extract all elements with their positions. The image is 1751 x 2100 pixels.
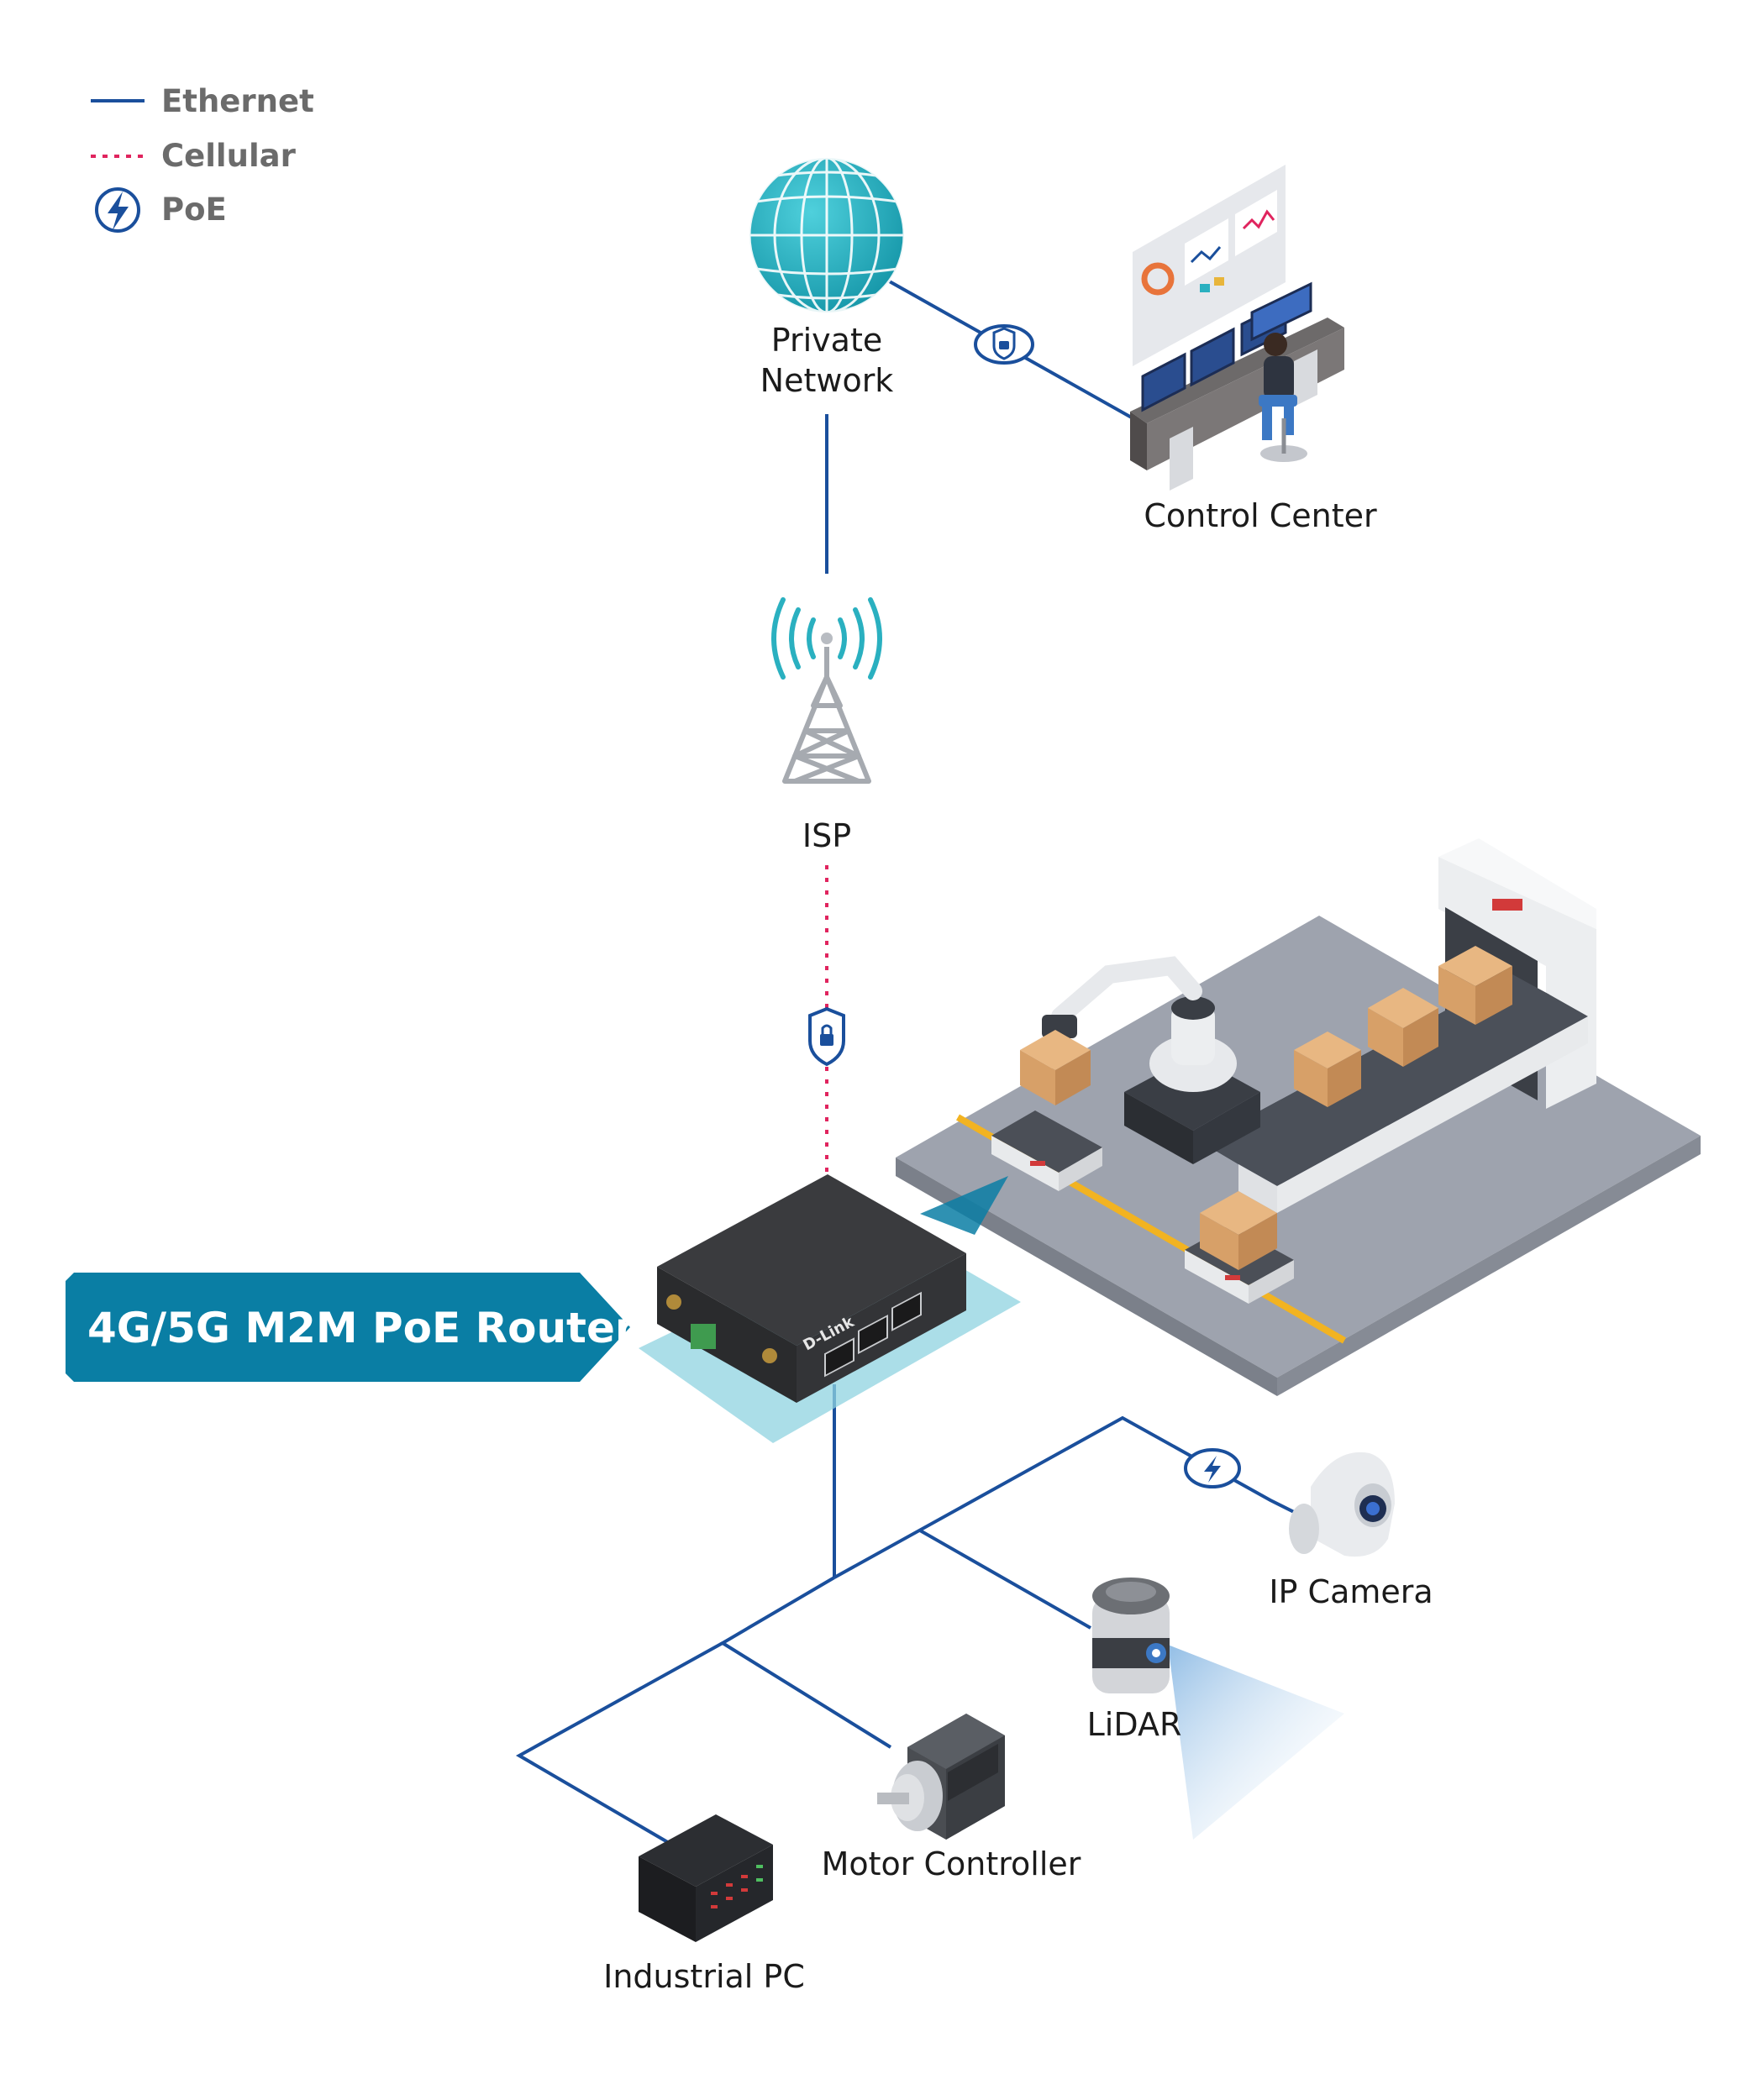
control-center-illustration bbox=[1130, 165, 1344, 491]
lidar-illustration bbox=[1092, 1578, 1344, 1840]
ethernet-link-motor bbox=[719, 1576, 892, 1749]
ethernet-link-lidar bbox=[919, 1529, 1091, 1630]
router-banner-label: 4G/5G M2M PoE Router bbox=[87, 1304, 636, 1352]
ip-camera-label: IP Camera bbox=[1269, 1573, 1433, 1610]
industrial-pc-label: Industrial PC bbox=[603, 1958, 805, 1995]
legend: Ethernet Cellular PoE bbox=[91, 83, 314, 233]
motor-controller-illustration bbox=[877, 1714, 1005, 1840]
router-device: D-Link bbox=[639, 1174, 1021, 1443]
lidar-label: LiDAR bbox=[1087, 1706, 1182, 1743]
factory-floor-illustration bbox=[896, 838, 1701, 1396]
industrial-pc-illustration bbox=[639, 1814, 773, 1942]
legend-ethernet-label: Ethernet bbox=[161, 83, 314, 119]
legend-cellular: Cellular bbox=[91, 138, 297, 174]
cardboard-box bbox=[1368, 988, 1438, 1067]
cardboard-box bbox=[1438, 946, 1512, 1025]
private-network-label-line2: Network bbox=[760, 362, 894, 399]
motor-controller-label: Motor Controller bbox=[822, 1845, 1081, 1882]
lock-icon bbox=[808, 1006, 845, 1067]
poe-badge-icon bbox=[1184, 1448, 1241, 1488]
isp-label: ISP bbox=[802, 817, 851, 854]
legend-poe: PoE bbox=[95, 187, 227, 233]
globe-icon bbox=[748, 156, 906, 314]
router-banner: 4G/5G M2M PoE Router bbox=[66, 1273, 636, 1382]
private-network-label-line1: Private bbox=[771, 322, 882, 359]
legend-ethernet: Ethernet bbox=[91, 83, 314, 119]
cell-tower-icon bbox=[771, 597, 882, 784]
legend-cellular-label: Cellular bbox=[161, 138, 297, 174]
ip-camera-illustration bbox=[1289, 1452, 1395, 1557]
control-center-label: Control Center bbox=[1144, 497, 1377, 534]
ethernet-link-camera bbox=[833, 1415, 1320, 1579]
ethernet-link-pc bbox=[515, 1641, 723, 1845]
lock-icon bbox=[974, 324, 1034, 365]
legend-poe-label: PoE bbox=[161, 192, 227, 228]
lightning-bolt-icon bbox=[95, 187, 140, 233]
cardboard-box bbox=[1294, 1032, 1361, 1107]
